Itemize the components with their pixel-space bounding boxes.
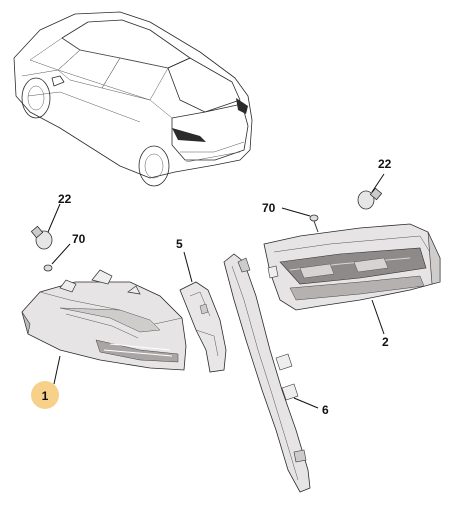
bulb-right: 22 — [357, 157, 392, 210]
nut-icon — [309, 214, 319, 233]
tail-lamp-left: 1 — [21, 269, 187, 409]
callout-bracket-lower: 6 — [322, 403, 329, 417]
callout-nut-left: 70 — [72, 232, 86, 246]
callout-bulb-left: 22 — [58, 192, 72, 206]
callout-nut-right: 70 — [262, 201, 276, 215]
nut-right: 70 — [262, 201, 319, 233]
vehicle-rear-view-icon — [13, 11, 253, 187]
bracket-upper: 5 — [176, 237, 227, 373]
callout-badge-highlight — [31, 381, 59, 409]
callout-bulb-right: 22 — [378, 157, 392, 171]
callout-lamp-left: 1 — [42, 389, 49, 403]
bracket-lower: 6 — [223, 253, 329, 493]
callout-bracket-upper: 5 — [176, 237, 183, 251]
callout-lamp-right: 2 — [382, 335, 389, 349]
bulb-icon — [30, 225, 53, 250]
nut-left: 70 — [43, 232, 86, 272]
bulb-left: 22 — [30, 192, 72, 250]
bulb-icon — [357, 187, 383, 210]
tail-lamp-right: 2 — [263, 223, 441, 349]
nut-icon — [43, 264, 53, 272]
